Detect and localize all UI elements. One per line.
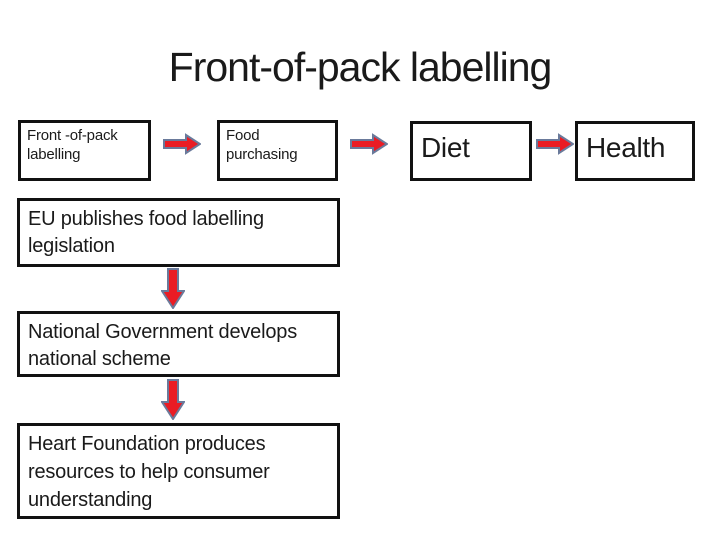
flow-box-health: Health <box>575 121 695 181</box>
down-arrow-icon <box>161 268 185 309</box>
right-arrow-icon <box>163 133 201 155</box>
box-label: Food purchasing <box>226 127 298 163</box>
box-label: Heart Foundation produces resources to h… <box>28 433 270 511</box>
flow-box-food-purchasing: Food purchasing <box>217 120 338 181</box>
flow-box-front-of-pack: Front -of-pack labelling <box>18 120 151 181</box>
down-arrow-icon <box>161 379 185 420</box>
eu-legislation-box: EU publishes food labelling legislation <box>17 198 340 267</box>
right-arrow-icon <box>536 133 574 155</box>
box-label: National Government develops national sc… <box>28 321 297 370</box>
heart-foundation-box: Heart Foundation produces resources to h… <box>17 423 340 519</box>
box-label: EU publishes food labelling legislation <box>28 208 264 257</box>
flow-box-diet: Diet <box>410 121 532 181</box>
national-scheme-box: National Government develops national sc… <box>17 311 340 377</box>
slide-title: Front-of-pack labelling <box>168 44 553 90</box>
right-arrow-icon <box>350 133 388 155</box>
box-label: Health <box>586 132 666 163</box>
box-label: Front -of-pack labelling <box>27 127 118 163</box>
box-label: Diet <box>421 132 470 163</box>
